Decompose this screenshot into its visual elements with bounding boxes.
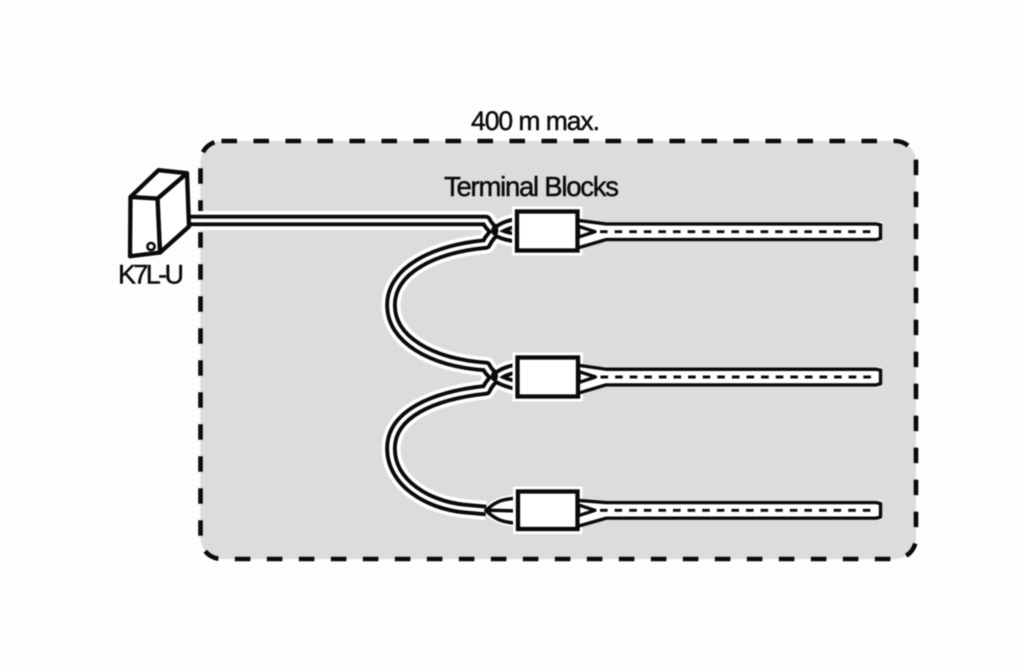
svg-text:Terminal Blocks: Terminal Blocks bbox=[444, 171, 619, 202]
svg-text:400 m max.: 400 m max. bbox=[471, 106, 600, 136]
svg-text:K7L-U: K7L-U bbox=[118, 260, 184, 290]
